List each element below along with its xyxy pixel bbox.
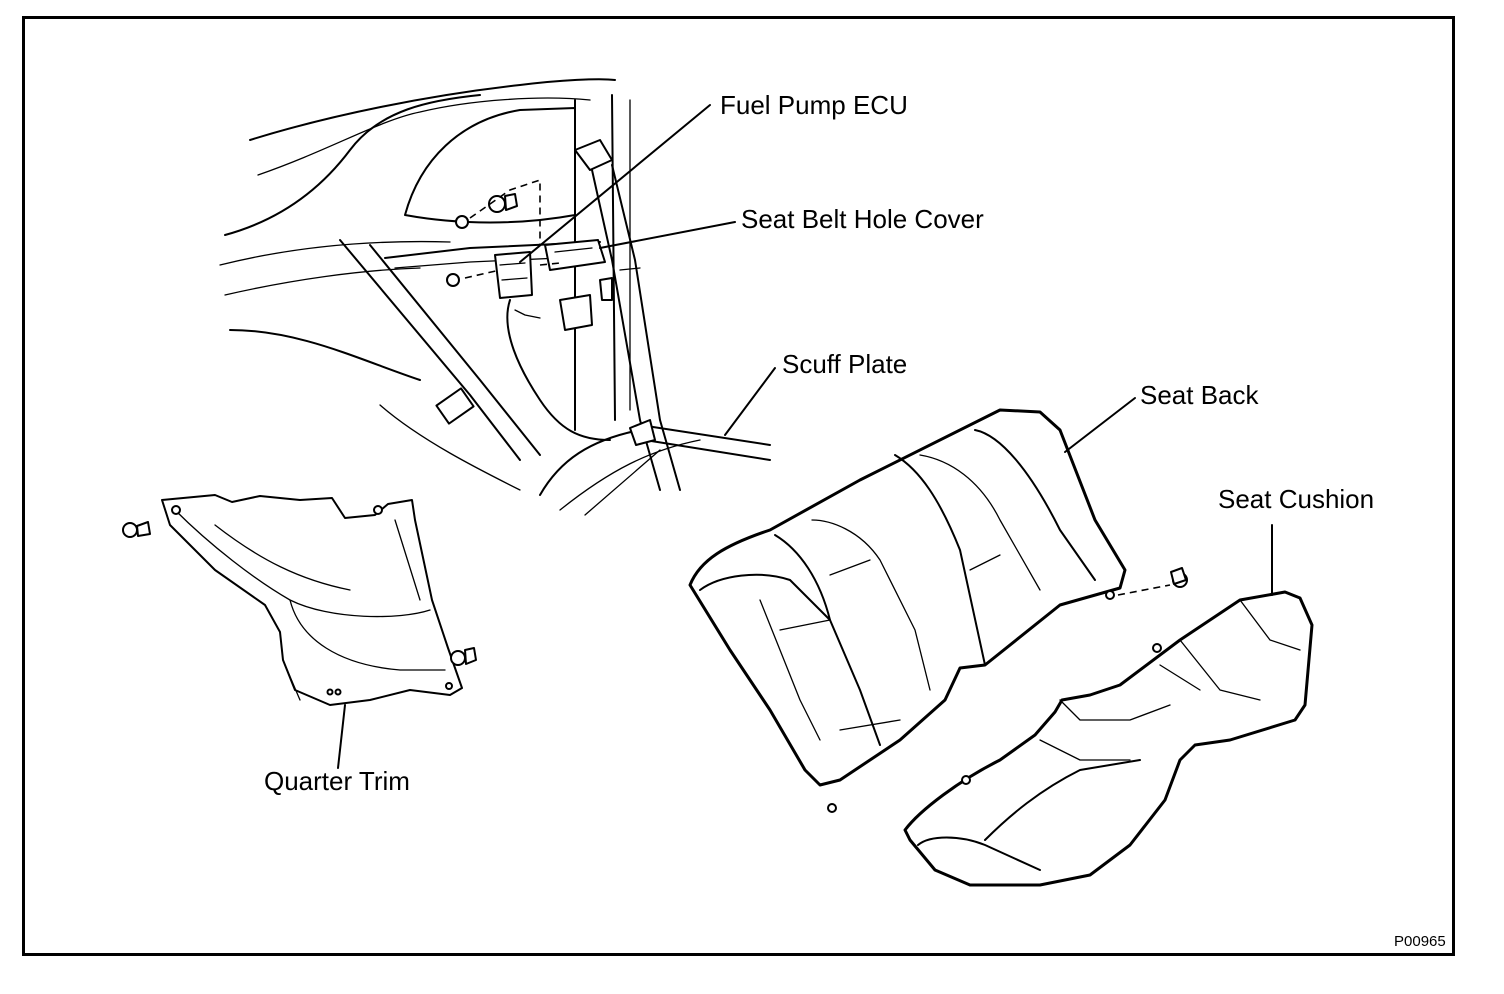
- leader-lines: [519, 104, 776, 436]
- vehicle-interior: [219, 78, 771, 516]
- fuel-pump-ecu-label: Fuel Pump ECU: [720, 90, 908, 120]
- quarter-trim-part: [122, 494, 477, 769]
- seat-back-label: Seat Back: [1140, 380, 1259, 410]
- scuff-plate-label: Scuff Plate: [782, 349, 908, 379]
- figure-code: P00965: [1394, 933, 1446, 950]
- seat-belt-hole-cover-label: Seat Belt Hole Cover: [741, 204, 984, 234]
- quarter-trim-label: Quarter Trim: [264, 766, 410, 796]
- seat-back-part: [688, 397, 1136, 813]
- seat-cushion-label: Seat Cushion: [1218, 484, 1375, 514]
- diagram-border: [22, 16, 1455, 956]
- seat-cushion-part: [903, 524, 1314, 887]
